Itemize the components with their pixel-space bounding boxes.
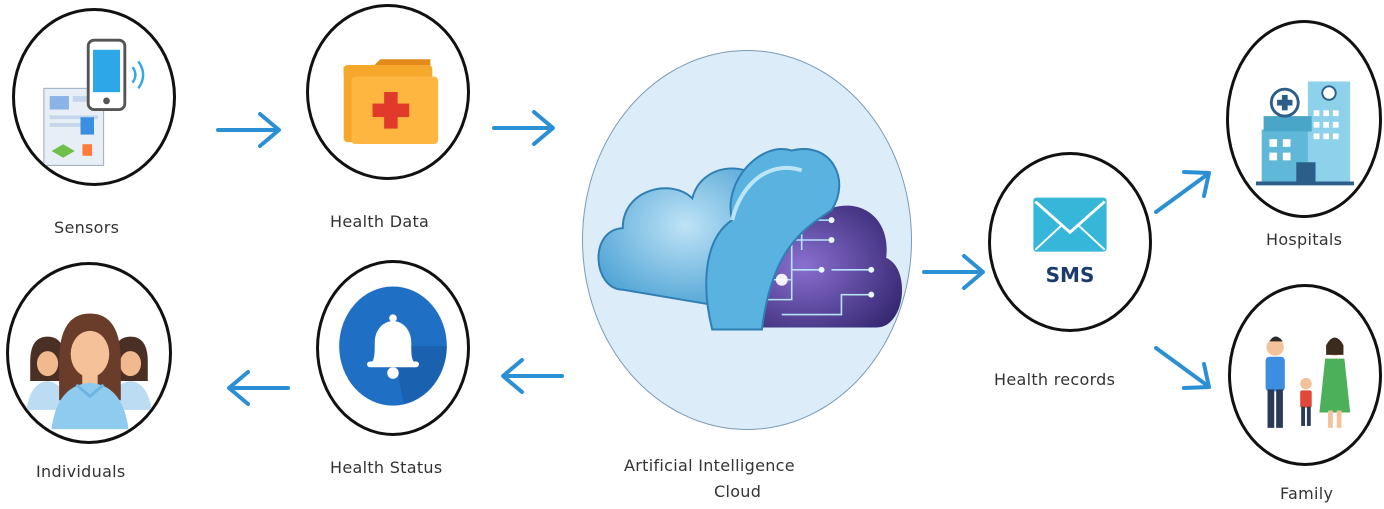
arrow-cloud-to-sms (922, 252, 988, 292)
family-icon (1265, 336, 1351, 428)
ai-cloud-node (582, 50, 912, 430)
arrow-left-icon (227, 370, 290, 406)
health-status-node (316, 260, 470, 436)
sensors-label: Sensors (54, 218, 120, 237)
medical-folder-icon (343, 59, 439, 145)
envelope-icon (1033, 197, 1107, 252)
arrow-health-data-to-cloud (492, 108, 558, 148)
sensors-icon (43, 38, 145, 166)
health-records-label: Health records (994, 370, 1116, 389)
people-icon (26, 313, 152, 430)
arrow-cloud-to-health-status (500, 356, 564, 396)
arrow-sms-to-hospitals (1152, 166, 1214, 218)
health-data-node (306, 4, 470, 180)
health-data-label: Health Data (330, 212, 430, 231)
sensors-node (12, 8, 176, 186)
individuals-node (6, 262, 172, 444)
ai-cloud-label-line2: Cloud (714, 482, 762, 501)
sms-badge: SMS (1045, 263, 1095, 287)
hospitals-label: Hospitals (1266, 230, 1343, 249)
hospital-icon (1255, 81, 1354, 186)
arrow-right-icon (216, 112, 281, 148)
ai-cloud-label-line1: Artificial Intelligence (624, 456, 795, 475)
ai-cloud-icon (597, 148, 903, 331)
arrow-right-icon (922, 254, 985, 290)
family-label: Family (1280, 484, 1334, 503)
arrow-left-icon (501, 358, 564, 394)
health-status-label: Health Status (330, 458, 443, 477)
arrow-right-icon (492, 110, 555, 146)
hospitals-node (1226, 20, 1382, 218)
arrow-health-status-to-individuals (226, 368, 290, 408)
individuals-label: Individuals (36, 462, 126, 481)
sms-node: SMS (988, 152, 1152, 332)
arrow-down-right-icon (1154, 346, 1211, 390)
arrow-sensors-to-health-data (216, 110, 284, 150)
arrow-sms-to-family (1152, 342, 1214, 394)
arrow-up-right-icon (1154, 170, 1211, 214)
family-node (1228, 284, 1382, 466)
bell-icon (339, 286, 447, 406)
